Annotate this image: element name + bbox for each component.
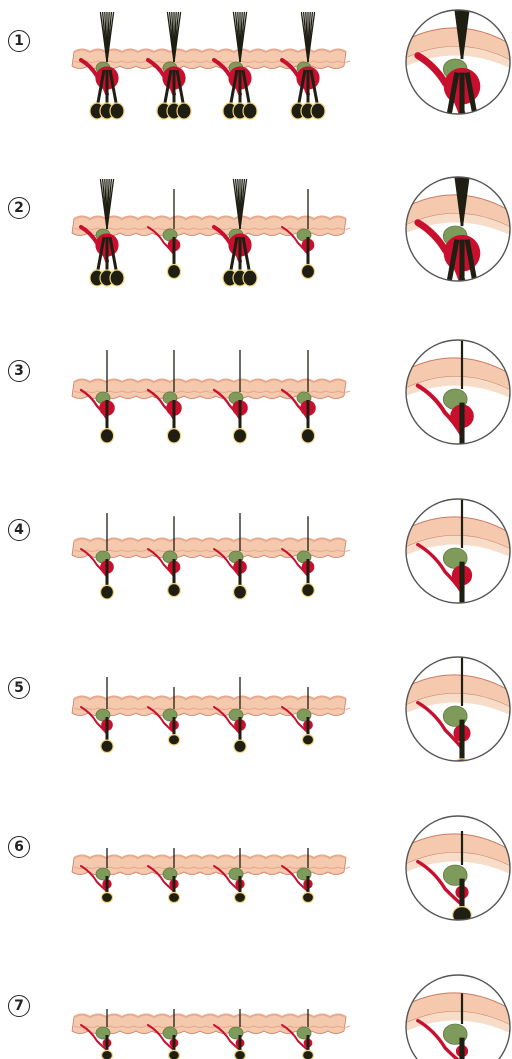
hair-bulb [452,759,473,780]
hair-bulb [450,129,474,156]
follicle [148,516,180,596]
hair-bulb [303,1050,314,1059]
hair-bulb [168,584,180,597]
hair-bulb [433,296,457,323]
hair-bulb [451,451,473,475]
stage-row-2 [72,141,510,323]
hair-bulb [243,270,257,286]
zoom-detail [406,483,510,629]
stage-row-7 [72,975,510,1059]
hair-bulb [110,103,124,119]
stage-number-1: 1 [8,30,30,52]
stage-row-1 [72,0,510,156]
hair-bulb [102,1050,113,1059]
zoom-detail [406,318,510,476]
hair-bulb [467,129,491,156]
stage-row-4 [72,483,510,629]
hair-bulb [243,103,257,119]
stage-number-6: 6 [8,836,30,858]
hair-bulb [168,265,181,279]
hair-bulb [110,270,124,286]
hair-bulb [101,585,114,599]
hair-bulb [433,129,457,156]
hair-bulb [235,1050,246,1059]
hair-bulb [450,296,474,323]
zoom-detail [406,0,510,156]
stage-row-6 [72,816,510,924]
hair-bulb [302,584,314,597]
stage-row-5 [72,652,510,780]
hair-bulb [167,429,180,443]
hair-bulb [234,585,247,599]
stage-row-3 [72,318,510,476]
hair-bulb [311,103,325,119]
follicle [282,687,314,745]
hair-bulb [168,735,179,745]
hair-bulb [100,429,113,443]
hair-bulb [302,735,313,745]
hair-bulb [101,740,113,752]
stage-number-5: 5 [8,677,30,699]
follicle [81,677,113,753]
stage-number-3: 3 [8,360,30,382]
hair-bulb [453,907,472,924]
hair-bulb [303,893,314,903]
hair-bulb [102,893,113,903]
stage-number-7: 7 [8,995,30,1017]
hair-bulb [177,103,191,119]
hair-bulb [301,429,314,443]
stage-number-4: 4 [8,519,30,541]
hair-bulb [235,893,246,903]
hair-bulb [234,740,246,752]
zoom-detail [406,975,510,1059]
hair-bulb [169,893,180,903]
hair-bulb [233,429,246,443]
hair-bulb [302,265,315,279]
stage-number-2: 2 [8,197,30,219]
hair-bulb [451,606,473,629]
hair-bulb [467,296,491,323]
zoom-detail [406,141,510,323]
zoom-detail [406,816,510,924]
hair-bulb [169,1050,180,1059]
